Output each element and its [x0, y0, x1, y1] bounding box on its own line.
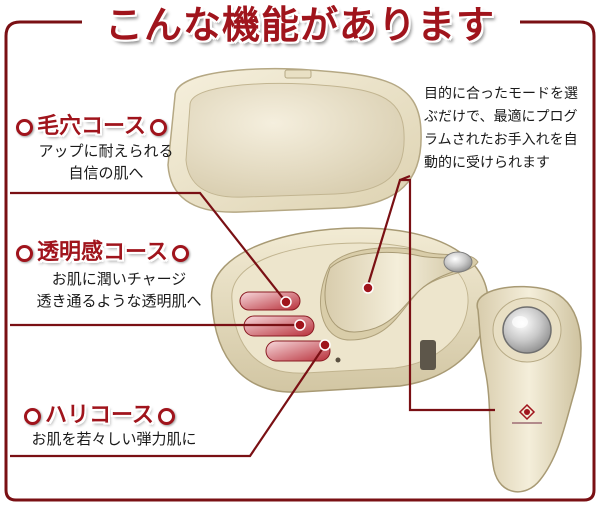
course-desc-firmness: お肌を若々しい弾力肌に [14, 428, 214, 450]
desc-line: お肌を若々しい弾力肌に [31, 430, 197, 448]
mode-note: 目的に合ったモードを選 ぶだけで、最適にプログ ラムされたお手入れを自 動的に受… [424, 83, 594, 175]
course-name: 毛穴コース [37, 114, 146, 139]
leader-lines [10, 174, 495, 458]
course-label-clarity: 透明感コース [12, 234, 193, 266]
note-line: 動的に受けられます [424, 155, 550, 171]
handset-device [476, 285, 582, 493]
desc-line: 透き通るような透明肌へ [36, 292, 202, 310]
course-label-firmness: ハリコース [20, 397, 179, 429]
course-name: ハリコース [45, 403, 154, 428]
note-line: 目的に合ったモードを選 [424, 86, 578, 102]
course-desc-pore: アップに耐えられる 自信の肌へ [18, 140, 194, 184]
bullet-icon [171, 244, 189, 262]
bullet-icon [16, 244, 33, 262]
panel-border [4, 20, 596, 502]
note-line: ラムされたお手入れを自 [424, 132, 578, 148]
course-label-pore: 毛穴コース [12, 108, 171, 140]
note-line: ぶだけで、最適にプログ [424, 109, 578, 125]
leader-endpoints [280, 282, 374, 351]
desc-line: アップに耐えられる [38, 142, 174, 160]
desc-line: 自信の肌へ [68, 164, 144, 182]
brand-emblem [512, 403, 542, 424]
course-desc-clarity: お肌に潤いチャージ 透き通るような透明肌へ [14, 268, 224, 312]
bullet-icon [16, 118, 33, 136]
course-name: 透明感コース [37, 240, 168, 265]
case-lid [167, 67, 422, 213]
bullet-icon [24, 407, 41, 425]
desc-line: お肌に潤いチャージ [51, 270, 187, 288]
page-title: こんな機能があります [104, 3, 495, 47]
bullet-icon [157, 407, 175, 425]
bullet-icon [149, 118, 167, 136]
case-base [210, 227, 489, 393]
